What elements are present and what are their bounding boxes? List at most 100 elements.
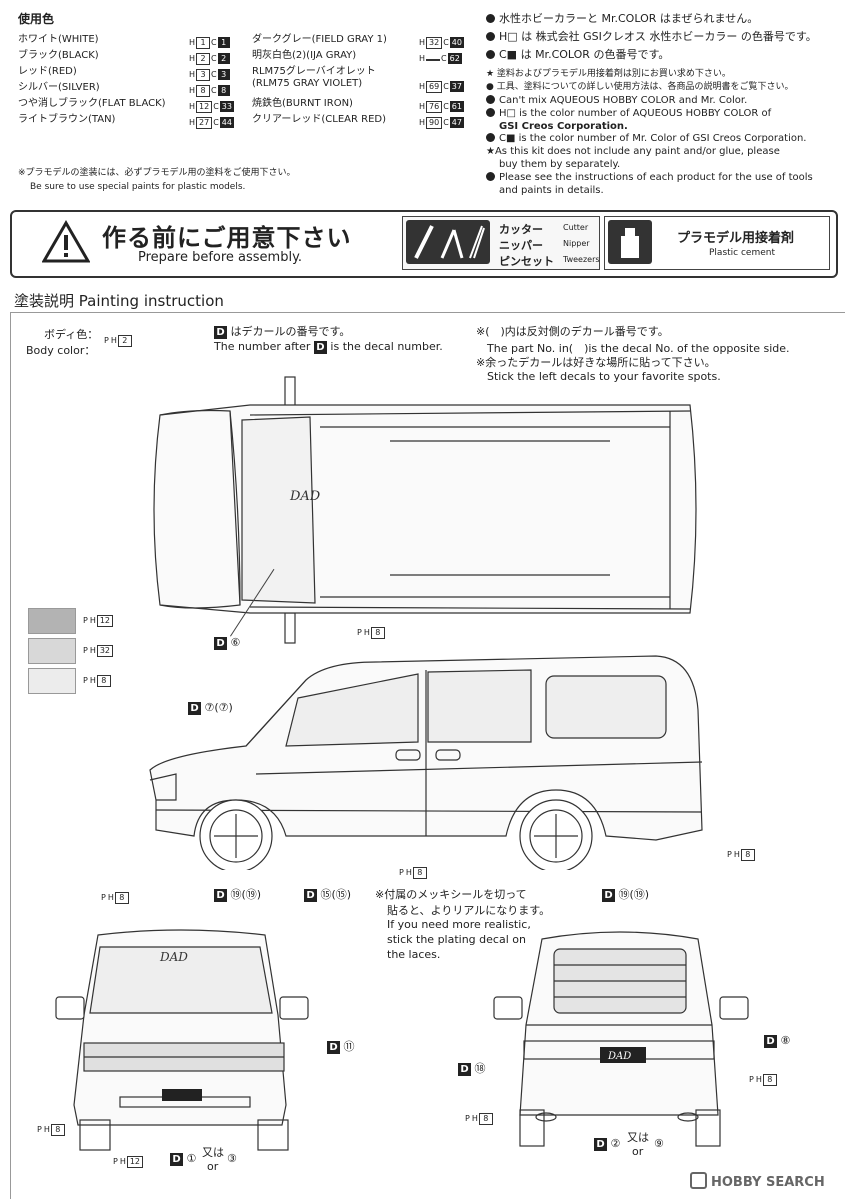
side-h8-right-num: 8: [740, 849, 755, 861]
h-label: H: [189, 54, 196, 63]
h-note-en: H□ is the color number of AQUEOUS HOBBY …: [486, 108, 771, 119]
h-note-text: H□ は 株式会社 GSIクレオス 水性ホビーカラー の色番号です。: [499, 30, 817, 43]
logo-rear: DAD: [607, 1051, 631, 1062]
h-label: H: [189, 118, 196, 127]
decal-d-icon: D: [602, 889, 615, 902]
mix-note-en: Can't mix AQUEOUS HOBBY COLOR and Mr. Co…: [486, 95, 747, 106]
decal-d-icon: D: [214, 889, 227, 902]
side-view-drawing: [149, 655, 703, 870]
paren-note-en: The part No. in( )is the decal No. of th…: [487, 342, 790, 355]
c-note-text: C■ は Mr.COLOR の色番号です。: [499, 48, 670, 61]
tool-label-jp: カッター: [499, 223, 543, 236]
decal-d-icon: D: [214, 326, 227, 339]
plate-rear: [600, 1047, 646, 1063]
color-name: RLM75グレーバイオレット: [252, 66, 376, 77]
c-label: C: [443, 118, 449, 127]
buy-note-en-b: buy them by separately.: [499, 159, 621, 170]
swatch-h-num: 12: [96, 615, 114, 627]
side-d19-left-num: ⑲(⑲): [230, 888, 262, 901]
mix-note-en-text: Can't mix AQUEOUS HOBBY COLOR and Mr. Co…: [499, 95, 748, 106]
decal-d-icon: D: [170, 1153, 183, 1166]
h-label: H: [419, 38, 426, 47]
c-label: C: [443, 38, 449, 47]
decal-note-jp: D はデカールの番号です。: [214, 323, 350, 339]
body-color-label-en: Body color：: [26, 344, 96, 357]
side-d15-num: ⑮(⑮): [320, 888, 352, 901]
plating-en-2: stick the plating decal on: [387, 933, 526, 946]
plating-en-3: the laces.: [387, 948, 441, 961]
c-code: 40: [449, 37, 464, 48]
rear-d8-num: ⑧: [780, 1034, 791, 1047]
tool-label-jp: ピンセット: [499, 255, 554, 268]
c-label: C: [211, 38, 217, 47]
tool-label-jp: ニッパー: [499, 239, 543, 252]
tools-note-en: Please see the instructions of each prod…: [486, 172, 813, 183]
color-name: ブラック(BLACK): [18, 50, 99, 61]
buy-note-jp: ★ 塗料およびプラモデル用接着剤は別にお買い求め下さい。: [486, 69, 731, 79]
cement-icon: [608, 220, 652, 264]
watermark: HOBBY SEARCH: [690, 1172, 825, 1190]
top-d6: D ⑥: [214, 636, 240, 650]
watermark-text: HOBBY SEARCH: [711, 1175, 825, 1190]
front-h8-left-num: 8: [50, 1124, 65, 1136]
h-label: H: [419, 82, 426, 91]
side-d19-left: D ⑲(⑲): [214, 886, 261, 902]
rear-d9: ⑨: [654, 1137, 664, 1150]
prepare-title-en: Prepare before assembly.: [138, 250, 303, 265]
mix-note: 水性ホビーカラーと Mr.COLOR はまぜられません。: [486, 10, 758, 26]
h-label: H: [189, 102, 196, 111]
c-label: C: [443, 82, 449, 91]
c-note-en: C■ is the color number of Mr. Color of G…: [486, 133, 807, 144]
side-h8-bottom-num: 8: [412, 867, 427, 879]
decal-note-en-b: is the decal number.: [330, 340, 443, 353]
decal-note-en: The number after D is the decal number.: [214, 340, 443, 354]
top-view-drawing: DAD: [153, 376, 697, 644]
left-decal-en: Stick the left decals to your favorite s…: [487, 370, 721, 383]
c-note-en-text: C■ is the color number of Mr. Color of G…: [499, 133, 807, 144]
bullet-icon: [486, 14, 495, 23]
side-h8-top-num: 8: [370, 627, 385, 639]
front-d1: D ①: [170, 1152, 196, 1166]
rear-h8-left-num: 8: [478, 1113, 493, 1125]
paint-note-jp: ※プラモデルの塗装には、必ずプラモデル用の塗料をご使用下さい。: [18, 168, 296, 178]
rear-d2-num: ②: [610, 1137, 621, 1150]
paren-note-jp: ※( )内は反対側のデカール番号です。: [476, 325, 669, 338]
tools-icon: [406, 220, 490, 264]
c-code: 8: [217, 85, 230, 96]
color-name: 焼鉄色(BURNT IRON): [252, 98, 353, 109]
side-d19-right: D ⑲(⑲): [602, 886, 649, 902]
body-color-h: 2: [117, 335, 132, 347]
h-label: H: [419, 102, 426, 111]
buy-note-en: ★As this kit does not include any paint …: [486, 146, 780, 157]
h-note-en-b: GSI Creos Corporation.: [499, 121, 628, 132]
cement-label-en: Plastic cement: [709, 248, 775, 258]
tools-note-jp: ● 工具、塗料についての詳しい使用方法は、各商品の説明書をご覧下さい。: [486, 82, 794, 92]
c-label: C: [211, 86, 217, 95]
decal-note-jp-text: はデカールの番号です。: [230, 325, 351, 338]
c-code: 47: [449, 117, 464, 128]
c-code: 62: [447, 53, 462, 64]
color-name: レッド(RED): [18, 66, 77, 77]
front-view-drawing: DAD: [55, 929, 309, 1151]
bullet-icon: [486, 133, 495, 142]
decal-d-icon: D: [214, 637, 227, 650]
painting-heading: 塗装説明 Painting instruction: [14, 292, 224, 310]
decal-d-icon: D: [188, 702, 201, 715]
c-code: 1: [217, 37, 230, 48]
h-note-en-text: H□ is the color number of AQUEOUS HOBBY …: [499, 108, 772, 119]
bullet-icon: [486, 108, 495, 117]
h-code: 76: [426, 101, 443, 113]
color-name: 明灰白色(2)(IJA GRAY): [252, 50, 357, 61]
decal-d-icon: D: [458, 1063, 471, 1076]
c-label: C: [441, 54, 447, 63]
c-note: C■ は Mr.COLOR の色番号です。: [486, 46, 669, 62]
rear-d8: D ⑧: [764, 1034, 790, 1048]
color-name: つや消しブラック(FLAT BLACK): [18, 98, 166, 109]
